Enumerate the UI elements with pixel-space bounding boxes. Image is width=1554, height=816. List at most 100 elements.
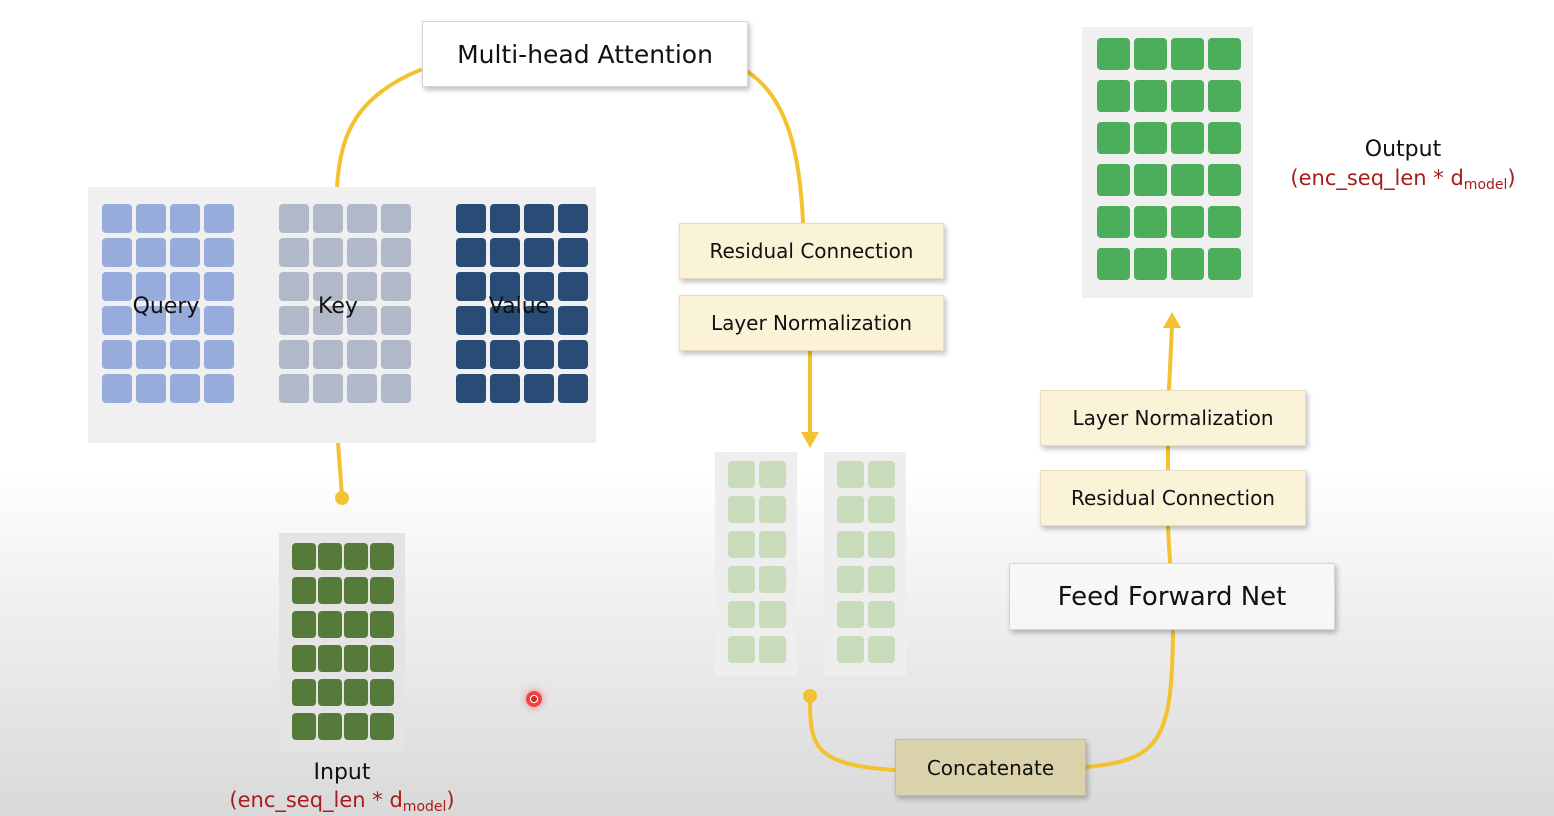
matrix-cell <box>1134 164 1167 196</box>
matrix-cell <box>1134 80 1167 112</box>
matrix-cell <box>490 238 520 267</box>
matrix-cell <box>759 531 786 558</box>
matrix-cell <box>347 374 377 403</box>
matrix-cell <box>170 374 200 403</box>
matrix-cell <box>292 679 316 706</box>
matrix-cell <box>279 374 309 403</box>
matrix-cell <box>279 204 309 233</box>
value-matrix <box>456 204 588 403</box>
connector-dot-heads <box>803 689 817 703</box>
output-matrix <box>1097 38 1241 280</box>
matrix-cell <box>524 272 554 301</box>
matrix-cell <box>837 461 864 488</box>
matrix-cell <box>292 577 316 604</box>
matrix-cell <box>204 340 234 369</box>
matrix-cell <box>344 577 368 604</box>
matrix-cell <box>313 238 343 267</box>
matrix-cell <box>170 340 200 369</box>
matrix-cell <box>381 238 411 267</box>
output-dimension-close: ) <box>1507 166 1516 190</box>
value-label: Value <box>488 294 550 319</box>
matrix-cell <box>1208 80 1241 112</box>
layer-normalization-box-1: Layer Normalization <box>679 295 944 351</box>
matrix-cell <box>759 566 786 593</box>
output-dimension: (enc_seq_len * dmodel) <box>1290 166 1515 193</box>
matrix-cell <box>1171 206 1204 238</box>
matrix-cell <box>313 272 343 301</box>
matrix-cell <box>344 543 368 570</box>
matrix-cell <box>490 340 520 369</box>
input-matrix <box>292 543 394 740</box>
input-dimension-subscript: model <box>402 799 447 815</box>
matrix-cell <box>347 238 377 267</box>
matrix-cell <box>837 601 864 628</box>
connector-input-to-qkv <box>336 441 344 498</box>
matrix-cell <box>456 306 486 335</box>
matrix-cell <box>1134 248 1167 280</box>
matrix-cell <box>279 340 309 369</box>
concatenate-box: Concatenate <box>895 739 1086 796</box>
matrix-cell <box>1208 206 1241 238</box>
matrix-cell <box>1171 248 1204 280</box>
matrix-cell <box>381 272 411 301</box>
matrix-cell <box>759 496 786 523</box>
matrix-cell <box>370 577 394 604</box>
matrix-cell <box>1171 122 1204 154</box>
matrix-cell <box>204 374 234 403</box>
matrix-cell <box>347 340 377 369</box>
input-dimension-close: ) <box>446 788 455 812</box>
matrix-cell <box>381 204 411 233</box>
connector-norm-to-output <box>1167 324 1174 391</box>
matrix-cell <box>490 306 520 335</box>
matrix-cell <box>344 713 368 740</box>
residual-connection-box-2: Residual Connection <box>1040 470 1306 526</box>
matrix-cell <box>318 611 342 638</box>
connector-concat-to-ffn <box>1085 630 1175 769</box>
matrix-cell <box>1134 38 1167 70</box>
matrix-cell <box>370 679 394 706</box>
matrix-cell <box>381 340 411 369</box>
matrix-cell <box>728 496 755 523</box>
connector-heads-to-concat <box>808 695 897 772</box>
matrix-cell <box>370 713 394 740</box>
matrix-cell <box>370 611 394 638</box>
matrix-cell <box>456 272 486 301</box>
matrix-cell <box>370 645 394 672</box>
matrix-cell <box>292 611 316 638</box>
arrowhead-down <box>801 432 819 448</box>
matrix-cell <box>456 374 486 403</box>
query-label: Query <box>132 294 200 319</box>
matrix-cell <box>170 238 200 267</box>
matrix-cell <box>136 272 166 301</box>
matrix-cell <box>837 566 864 593</box>
output-dimension-text: (enc_seq_len * d <box>1290 166 1464 190</box>
matrix-cell <box>313 340 343 369</box>
matrix-cell <box>490 204 520 233</box>
connector-dot-input <box>335 491 349 505</box>
matrix-cell <box>868 496 895 523</box>
matrix-cell <box>1097 164 1130 196</box>
connector-attention-to-residual <box>746 70 805 224</box>
matrix-cell <box>868 531 895 558</box>
matrix-cell <box>759 636 786 663</box>
input-dimension: (enc_seq_len * dmodel) <box>229 788 454 815</box>
matrix-cell <box>759 601 786 628</box>
matrix-cell <box>558 272 588 301</box>
matrix-cell <box>868 601 895 628</box>
connector-qkv-to-attention <box>335 68 422 190</box>
matrix-cell <box>292 543 316 570</box>
matrix-cell <box>204 204 234 233</box>
matrix-cell <box>524 204 554 233</box>
matrix-cell <box>1134 206 1167 238</box>
matrix-cell <box>313 204 343 233</box>
matrix-cell <box>102 238 132 267</box>
matrix-cell <box>318 645 342 672</box>
matrix-cell <box>204 306 234 335</box>
query-matrix <box>102 204 234 403</box>
matrix-cell <box>1097 80 1130 112</box>
matrix-cell <box>136 204 166 233</box>
matrix-cell <box>728 566 755 593</box>
matrix-cell <box>524 374 554 403</box>
key-label: Key <box>318 294 358 319</box>
matrix-cell <box>313 306 343 335</box>
